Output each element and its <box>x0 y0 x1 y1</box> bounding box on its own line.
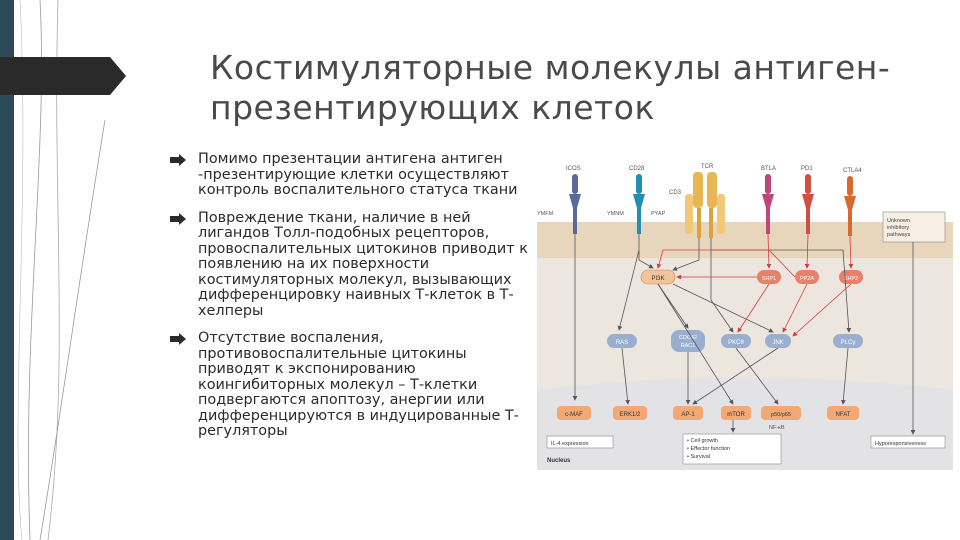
svg-text:p50/p65: p50/p65 <box>771 412 791 418</box>
left-accent-bar <box>0 0 14 540</box>
svg-text:AP-1: AP-1 <box>681 412 695 418</box>
svg-text:CTLA4: CTLA4 <box>843 168 862 174</box>
title-line-1: Костимуляторные молекулы антиген- <box>210 48 891 87</box>
node-shp1 <box>757 270 781 284</box>
output-hyporesponsiveness <box>870 435 946 449</box>
nucleus-label: Nucleus <box>547 458 571 464</box>
svg-text:NFAT: NFAT <box>836 412 851 418</box>
node-pkc <box>721 334 751 348</box>
nfkb-label: NF-κB <box>769 425 785 431</box>
btla-receptor: BTLA <box>761 166 776 234</box>
tcr-receptor: TCR CD3 <box>669 164 725 238</box>
node-plcg <box>833 334 863 348</box>
svg-text:mTOR: mTOR <box>727 412 745 418</box>
title-tab-marker <box>0 57 126 95</box>
node-ap1 <box>673 406 703 420</box>
svg-text:PI3K: PI3K <box>651 276 664 282</box>
title-line-2: презентирующих клеток <box>210 88 655 127</box>
svg-text:c-MAF: c-MAF <box>565 412 583 418</box>
node-nfat <box>827 406 859 420</box>
svg-text:RAS: RAS <box>616 340 628 346</box>
node-p50-p65 <box>761 406 801 420</box>
bullet-text: Отсутствие воспаления, противовоспалител… <box>198 330 519 439</box>
svg-text:ICOS: ICOS <box>566 166 581 172</box>
svg-text:ERK1/2: ERK1/2 <box>620 412 641 418</box>
node-cmaf <box>557 406 591 420</box>
nucleus-region <box>537 377 953 470</box>
svg-text:BTLA: BTLA <box>761 166 776 172</box>
svg-text:SHP2: SHP2 <box>844 276 858 282</box>
unknown-pathways-box <box>882 211 946 243</box>
svg-text:Hyporesponsiveness: Hyporesponsiveness <box>875 441 926 447</box>
page-title: Костимуляторные молекулы антиген- презен… <box>210 48 910 128</box>
svg-text:JNK: JNK <box>772 340 783 346</box>
node-erk <box>613 406 647 420</box>
svg-text:TCR: TCR <box>701 164 714 170</box>
bullet-list: Помимо презентации антигена антиген -пре… <box>170 151 540 448</box>
signaling-diagram: ICOS CD28 TCR CD3 BTLA PD1 CTLA4 <box>533 150 960 474</box>
motif-ymnm: YMNM <box>607 211 624 217</box>
pd1-receptor: PD1 <box>801 166 814 234</box>
svg-text:PP2A: PP2A <box>800 276 814 282</box>
svg-text:PKCθ: PKCθ <box>728 340 744 346</box>
motif-pyap: PYAP <box>651 211 666 217</box>
arrow-bullet-icon <box>170 212 186 225</box>
svg-text:CD28: CD28 <box>629 166 645 172</box>
svg-text:CD3: CD3 <box>669 190 682 196</box>
svg-text:PLCγ: PLCγ <box>841 340 856 346</box>
icos-receptor: ICOS <box>566 166 581 234</box>
bullet-text: Повреждение ткани, наличие в ней лигандо… <box>198 209 528 319</box>
svg-text:SHP1: SHP1 <box>762 276 776 282</box>
arrow-bullet-icon <box>170 333 186 345</box>
bullet-item: Отсутствие воспаления, противовоспалител… <box>170 330 540 440</box>
output-il4 <box>546 435 614 449</box>
output-growth <box>682 433 782 465</box>
svg-text:PD1: PD1 <box>801 166 813 172</box>
node-pp2a <box>795 270 819 284</box>
node-ras <box>607 334 637 348</box>
node-mtor <box>721 406 751 420</box>
node-jnk <box>765 334 791 348</box>
ctla4-receptor: CTLA4 <box>843 168 862 236</box>
svg-text:IL-4 expression: IL-4 expression <box>551 441 589 447</box>
bullet-item: Повреждение ткани, наличие в ней лигандо… <box>170 209 540 320</box>
bullet-item: Помимо презентации антигена антиген -пре… <box>170 151 540 199</box>
cd28-receptor: CD28 <box>629 166 645 234</box>
node-cdc42-rac1 <box>671 330 705 352</box>
bullet-text: Помимо презентации антигена антиген -пре… <box>198 151 518 198</box>
output-growth-label: • Cell growth• Effector function• Surviv… <box>687 438 730 460</box>
inhibition-arrows <box>656 233 854 337</box>
motif-ymfm: YMFM <box>537 211 554 217</box>
arrow-bullet-icon <box>170 154 186 166</box>
